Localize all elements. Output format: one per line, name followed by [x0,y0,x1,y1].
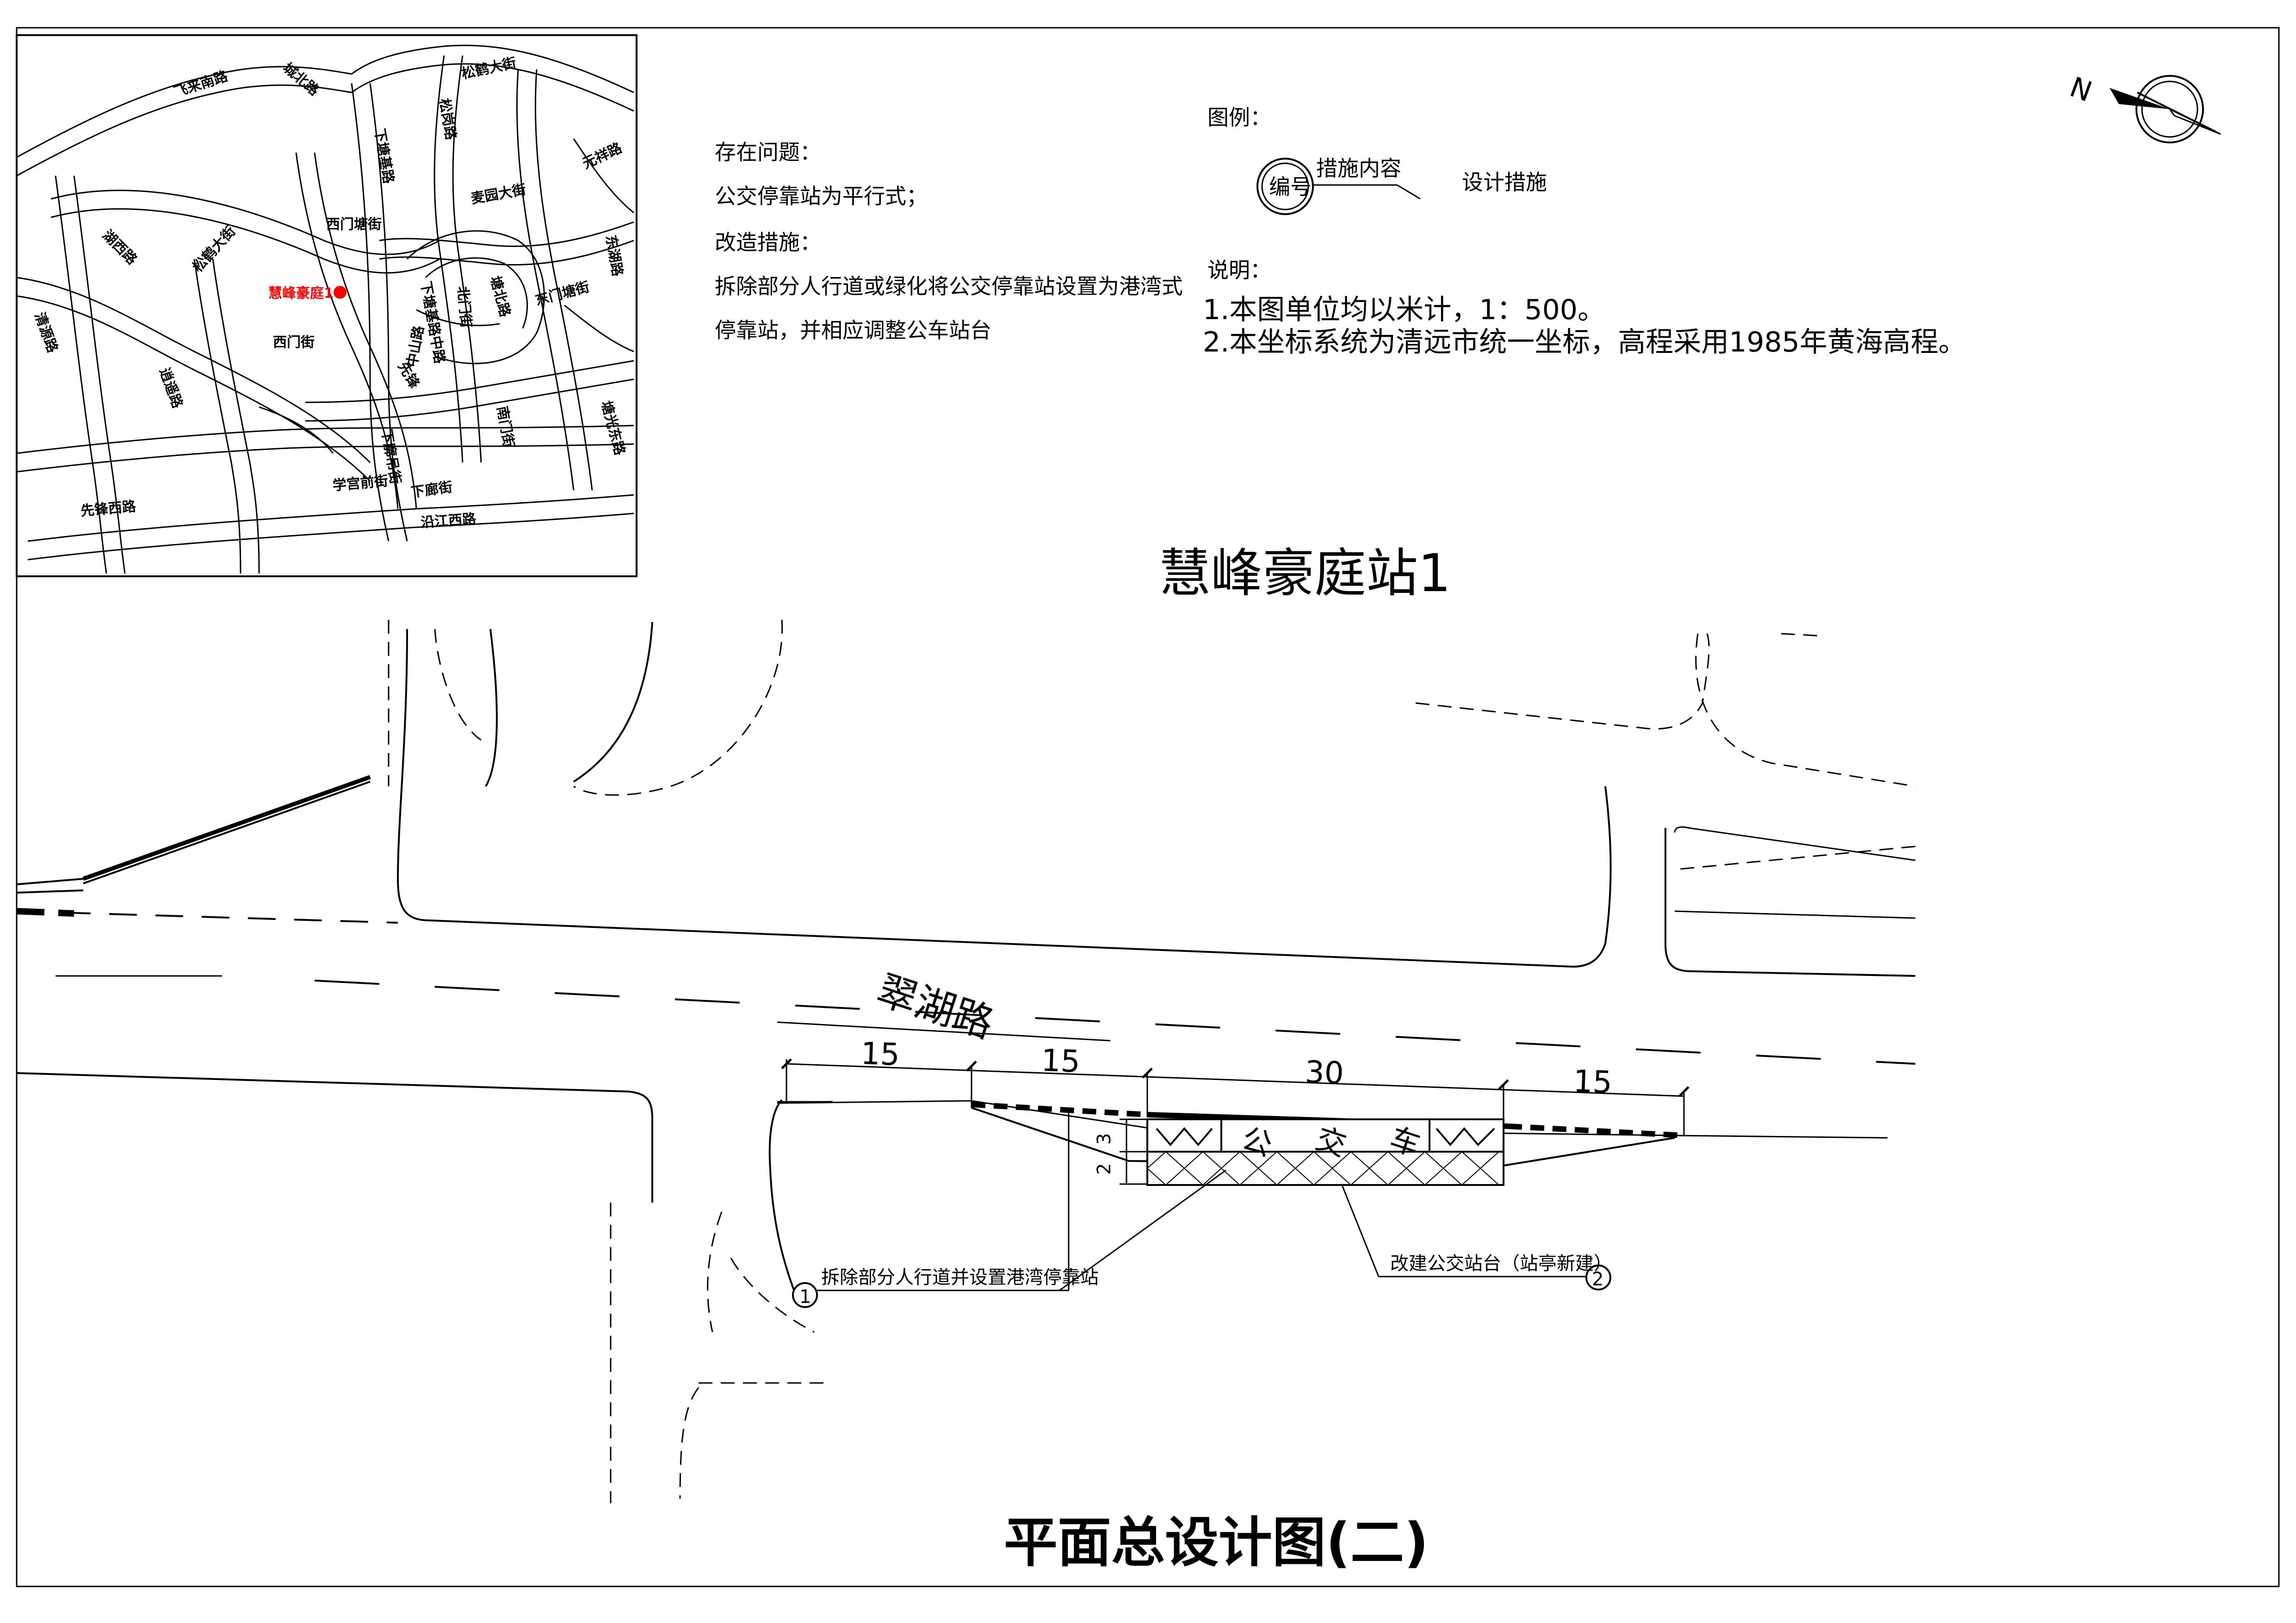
dimension-label: 15 [1572,1063,1613,1100]
explanation-line-1: 1.本图单位均以米计，1：500。 [1203,294,1605,326]
callout-number: 2 [1592,1269,1603,1290]
platform [1146,1151,1504,1186]
measure-heading: 改造措施： [715,230,821,255]
location-map-frame [16,34,637,577]
legend-content-label: 措施内容 [1316,156,1401,181]
road-edge-line [16,878,84,885]
legend-badge-circle [1256,158,1314,215]
road-edge-line [83,781,371,884]
road-edge-line [16,889,84,894]
explanation-line-2: 2.本坐标系统为清远市统一坐标，高程采用1985年黄海高程。 [1203,326,1966,358]
road-name: 翠湖路 [872,967,999,1048]
callout-2: 2 改建公交站台（站亭新建） [1341,1184,1612,1290]
road-plan [16,619,1916,1503]
problem-notes: 存在问题： 公交停靠站为平行式； 改造措施： 拆除部分人行道或绿化将公交停靠站设… [715,140,1183,343]
measure-line-2: 停靠站，并相应调整公车站台 [715,318,991,343]
street-label: 西门街 [273,334,315,351]
legend-design-label: 设计措施 [1462,170,1547,195]
location-map: 慧峰豪庭1 飞来南路 城北路 松鹤大街 松岗路 元祥路 下塘基路 麦园大街 松鹤… [16,34,637,577]
callout-number: 1 [799,1286,811,1308]
explanation-heading: 说明： [1207,258,1271,283]
location-marker [334,286,347,299]
compass-north-label: N [2066,71,2096,108]
dimension-label: 3 [1094,1133,1115,1145]
callout-badge [1585,1265,1611,1290]
station-name: 慧峰豪庭站1 [1159,543,1451,604]
compass-icon: N [2066,71,2221,143]
dimension-label: 2 [1094,1163,1115,1175]
explanation: 说明： 1.本图单位均以米计，1：500。 2.本坐标系统为清远市统一坐标，高程… [1203,258,1966,358]
dimension-label: 15 [860,1036,900,1073]
drawing-title: 平面总设计图(二) [1004,1512,1429,1574]
dimension-label: 30 [1304,1054,1344,1091]
legend-badge-label: 编号 [1269,174,1312,199]
road-edge-line [396,629,1612,968]
dimension-label: 15 [1040,1043,1081,1080]
legend-heading: 图例： [1207,105,1271,130]
street-label: 北门街 [454,286,474,329]
road-edge-line [82,775,371,881]
problem-text: 公交停靠站为平行式； [715,184,928,209]
callout-text: 拆除部分人行道并设置港湾停靠站 [821,1267,1099,1288]
callout-1: 1 拆除部分人行道并设置港湾停靠站 [792,1110,1226,1308]
callout-badge [792,1282,818,1308]
dimension-lines [781,1058,1690,1185]
bus-bay [971,1102,1684,1186]
measure-line-1: 拆除部分人行道或绿化将公交停靠站设置为港湾式 [715,274,1183,299]
callout-text: 改建公交站台（站亭新建） [1390,1253,1612,1274]
drawing-frame [16,27,2280,1587]
street-label: 西门塘街 [326,216,382,233]
legend: 图例： 编号 措施内容 设计措施 [1207,105,1547,215]
street-label: 沿江西路 [420,511,477,531]
location-marker-label: 慧峰豪庭1 [268,285,334,302]
problem-heading: 存在问题： [715,140,821,165]
